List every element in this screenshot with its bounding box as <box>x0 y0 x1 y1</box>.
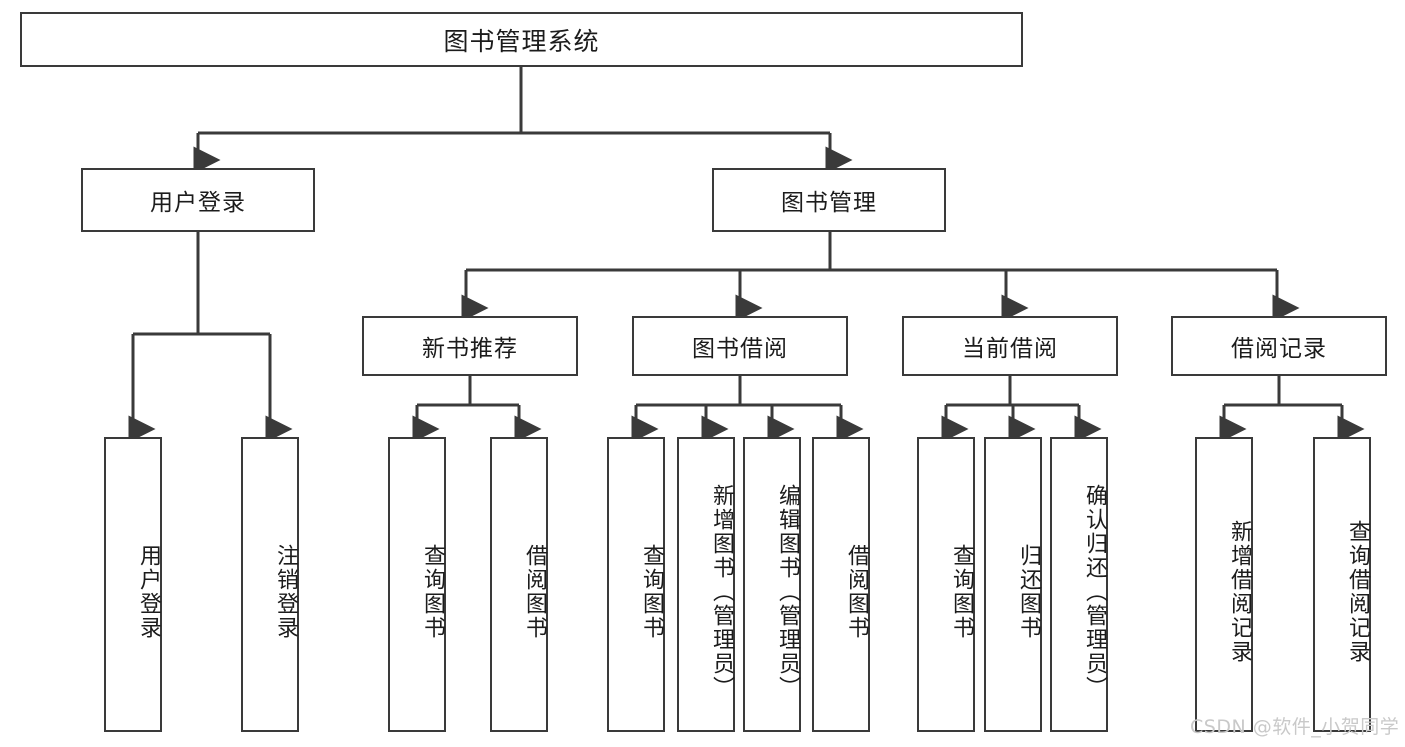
node-leaf-add-book-label: 新增图书（管理员） <box>709 483 734 700</box>
node-leaf-return-book[interactable]: 归还图书 <box>984 437 1042 732</box>
node-new-book-recommend-label: 新书推荐 <box>422 336 518 362</box>
node-current-borrow-label: 当前借阅 <box>962 336 1058 362</box>
node-borrow-record[interactable]: 借阅记录 <box>1171 316 1387 376</box>
node-leaf-edit-book[interactable]: 编辑图书（管理员） <box>743 437 801 732</box>
node-leaf-confirm-return[interactable]: 确认归还（管理员） <box>1050 437 1108 732</box>
node-leaf-query-book-3-label: 查询图书 <box>949 543 974 640</box>
node-user-login[interactable]: 用户登录 <box>81 168 315 232</box>
node-leaf-user-login[interactable]: 用户登录 <box>104 437 162 732</box>
node-leaf-query-book-3[interactable]: 查询图书 <box>917 437 975 732</box>
node-book-management-label: 图书管理 <box>781 190 877 216</box>
node-borrow-record-label: 借阅记录 <box>1231 336 1327 362</box>
watermark-text: CSDN @软件_小贺同学 <box>1190 716 1400 738</box>
node-leaf-user-login-label: 用户登录 <box>136 543 161 640</box>
node-root[interactable]: 图书管理系统 <box>20 12 1023 67</box>
node-new-book-recommend[interactable]: 新书推荐 <box>362 316 578 376</box>
node-root-label: 图书管理系统 <box>443 26 600 56</box>
node-leaf-borrow-book-2[interactable]: 借阅图书 <box>812 437 870 732</box>
node-leaf-query-book-2[interactable]: 查询图书 <box>607 437 665 732</box>
node-leaf-query-record[interactable]: 查询借阅记录 <box>1313 437 1371 732</box>
node-leaf-query-record-label: 查询借阅记录 <box>1345 519 1370 664</box>
node-leaf-query-book-1-label: 查询图书 <box>420 543 445 640</box>
node-leaf-query-book-1[interactable]: 查询图书 <box>388 437 446 732</box>
node-leaf-confirm-return-label: 确认归还（管理员） <box>1082 483 1107 700</box>
node-leaf-logout-login-label: 注销登录 <box>273 543 298 640</box>
node-leaf-edit-book-label: 编辑图书（管理员） <box>775 483 800 700</box>
node-current-borrow[interactable]: 当前借阅 <box>902 316 1118 376</box>
node-leaf-borrow-book-2-label: 借阅图书 <box>844 543 869 640</box>
node-leaf-logout-login[interactable]: 注销登录 <box>241 437 299 732</box>
node-leaf-borrow-book-1-label: 借阅图书 <box>522 543 547 640</box>
node-book-borrow-label: 图书借阅 <box>692 336 788 362</box>
node-leaf-add-record-label: 新增借阅记录 <box>1227 519 1252 664</box>
node-leaf-return-book-label: 归还图书 <box>1016 543 1041 640</box>
node-leaf-query-book-2-label: 查询图书 <box>639 543 664 640</box>
node-book-management[interactable]: 图书管理 <box>712 168 946 232</box>
node-leaf-add-record[interactable]: 新增借阅记录 <box>1195 437 1253 732</box>
node-leaf-borrow-book-1[interactable]: 借阅图书 <box>490 437 548 732</box>
node-user-login-label: 用户登录 <box>150 190 246 216</box>
node-book-borrow[interactable]: 图书借阅 <box>632 316 848 376</box>
node-leaf-add-book[interactable]: 新增图书（管理员） <box>677 437 735 732</box>
